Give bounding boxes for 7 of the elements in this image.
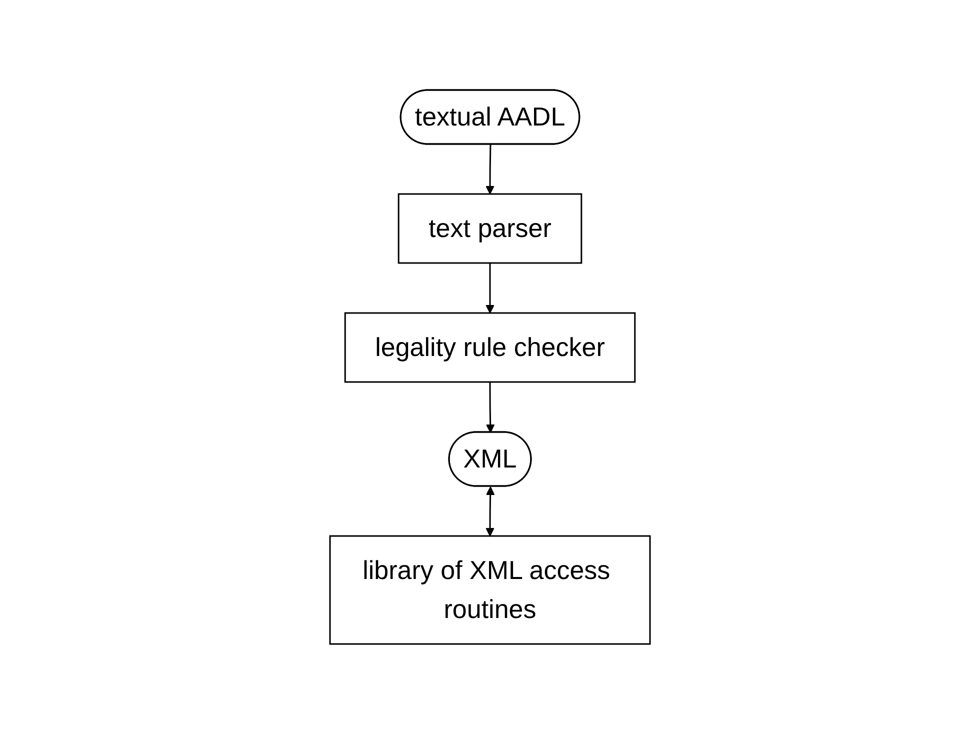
arrow <box>486 262 494 313</box>
arrow <box>486 486 495 536</box>
node-box: legality rule checker <box>344 312 636 382</box>
arrow <box>486 144 494 194</box>
node-box: text parser <box>398 192 582 264</box>
node-box: library of XML access routines <box>329 534 651 644</box>
arrow <box>486 382 495 432</box>
